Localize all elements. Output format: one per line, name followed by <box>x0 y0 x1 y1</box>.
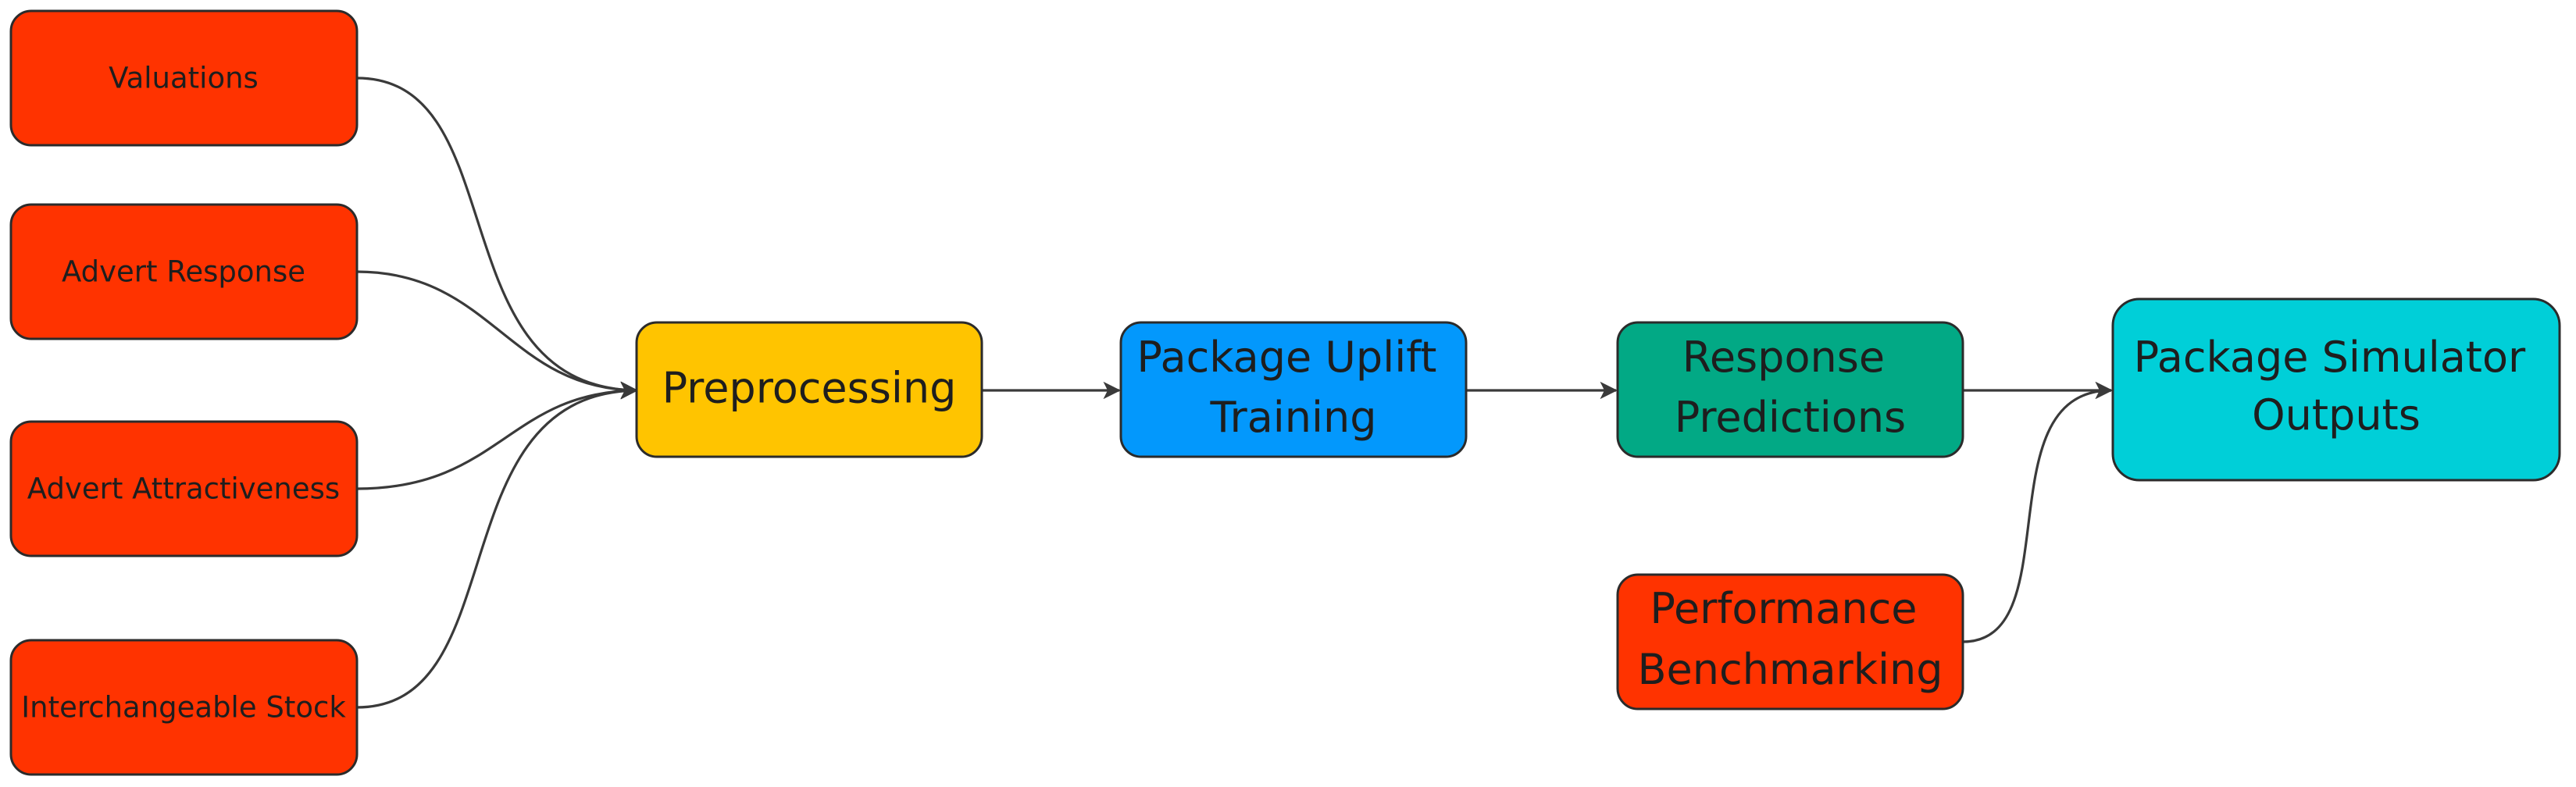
edge-valuations-to-preprocessing <box>356 77 638 399</box>
node-preprocessing: Preprocessing <box>635 321 983 458</box>
node-package-simulator-outputs-label: Package Simulator Outputs <box>2134 333 2539 440</box>
node-advert-response-box <box>9 203 359 340</box>
node-advert-attractiveness-box <box>9 420 359 557</box>
node-interchangeable-stock-box <box>9 639 359 776</box>
node-advert-response-label: Advert Response <box>62 255 305 289</box>
node-response-predictions-box <box>1616 321 1964 458</box>
node-package-uplift-training-line1: Package Uplift <box>1136 333 1436 382</box>
edge-advert-attractiveness-to-preprocessing <box>356 382 638 490</box>
node-performance-benchmarking-box <box>1616 573 1964 710</box>
node-valuations-label: Valuations <box>109 62 259 95</box>
node-preprocessing-label: Preprocessing <box>662 364 957 413</box>
node-interchangeable-stock: Interchangeable Stock <box>9 639 359 776</box>
node-preprocessing-box <box>635 321 983 458</box>
edge-interchangeable-stock-to-preprocessing <box>356 382 638 709</box>
node-performance-benchmarking-line1: Performance <box>1650 584 1917 633</box>
node-package-uplift-training-box <box>1119 321 1468 458</box>
node-response-predictions-line2: Predictions <box>1675 393 1906 442</box>
node-package-simulator-outputs-box <box>2111 297 2561 482</box>
node-package-simulator-outputs-line2: Outputs <box>2252 390 2421 440</box>
node-performance-benchmarking: Performance Benchmarking <box>1616 573 1964 710</box>
node-package-uplift-training-line2: Training <box>1209 393 1376 442</box>
node-advert-attractiveness: Advert Attractiveness <box>9 420 359 557</box>
node-package-uplift-training-label: Package Uplift Training <box>1136 333 1450 442</box>
node-valuations-box <box>9 9 359 147</box>
edges <box>356 77 2113 709</box>
node-response-predictions: Response Predictions <box>1616 321 1964 458</box>
node-performance-benchmarking-line2: Benchmarking <box>1637 645 1943 694</box>
node-valuations: Valuations <box>9 9 359 147</box>
node-interchangeable-stock-label: Interchangeable Stock <box>21 691 346 725</box>
node-package-simulator-outputs: Package Simulator Outputs <box>2111 297 2561 482</box>
edge-performance-benchmarking-to-package-simulator-outputs <box>1962 381 2113 643</box>
node-package-simulator-outputs-line1: Package Simulator <box>2134 333 2526 382</box>
node-response-predictions-line1: Response <box>1682 333 1885 382</box>
node-package-uplift-training: Package Uplift Training <box>1119 321 1468 458</box>
node-response-predictions-label: Response Predictions <box>1675 333 1906 442</box>
node-advert-response: Advert Response <box>9 203 359 340</box>
node-performance-benchmarking-label: Performance Benchmarking <box>1637 584 1943 694</box>
edge-advert-response-to-preprocessing <box>356 270 638 399</box>
node-advert-attractiveness-label: Advert Attractiveness <box>27 472 340 506</box>
